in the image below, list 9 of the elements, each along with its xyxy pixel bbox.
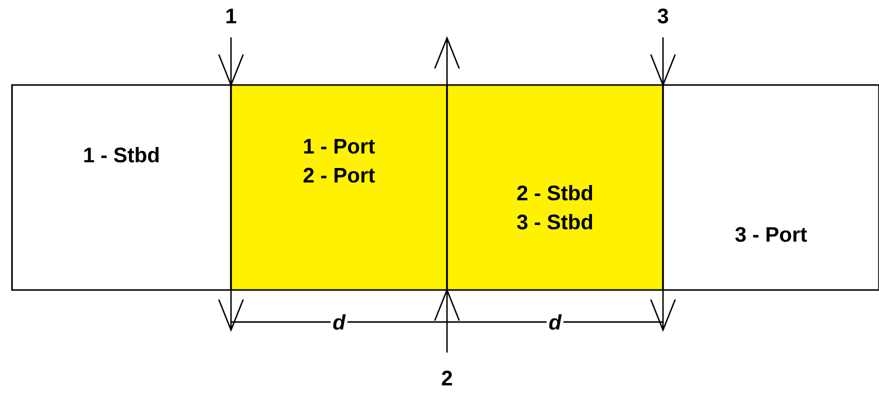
region-box: 1 - Port 2 - Port bbox=[230, 84, 448, 291]
region-box: 3 - Port bbox=[662, 84, 879, 291]
callout-number: 1 bbox=[226, 8, 236, 24]
dimension-label: d bbox=[330, 312, 348, 332]
region-box: 2 - Stbd 3 - Stbd bbox=[446, 84, 664, 291]
dimension-label: d bbox=[546, 312, 564, 332]
region-box: 1 - Stbd bbox=[11, 84, 232, 291]
callout-number: 3 bbox=[658, 8, 668, 24]
callout-number: 2 bbox=[442, 370, 452, 386]
